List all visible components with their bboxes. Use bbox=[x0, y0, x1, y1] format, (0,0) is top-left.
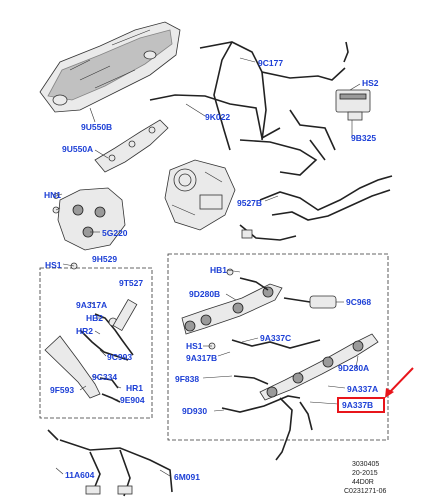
callout-9t527: 9T527 bbox=[119, 278, 143, 288]
callout-9f593: 9F593 bbox=[50, 385, 74, 395]
high-pressure-pipes bbox=[239, 109, 393, 241]
callout-hn1: HN1 bbox=[44, 190, 61, 200]
highlight-box bbox=[337, 397, 385, 413]
reference-line-4: C0231271-06 bbox=[344, 488, 387, 495]
callout-9f838: 9F838 bbox=[175, 374, 199, 384]
highlight-arrow bbox=[387, 367, 414, 395]
callout-hs1-upper: HS1 bbox=[45, 260, 62, 270]
injector-inset-parts bbox=[44, 298, 138, 403]
highlight-annotation bbox=[337, 367, 414, 413]
manifold-gasket bbox=[94, 119, 169, 173]
fuel-rail-inset-box bbox=[167, 253, 389, 441]
callout-9b325: 9B325 bbox=[351, 133, 376, 143]
callout-9c177: 9C177 bbox=[258, 58, 283, 68]
callout-hb1: HB1 bbox=[210, 265, 227, 275]
reference-line-2: 20-2015 bbox=[352, 470, 378, 477]
callout-hr2: HR2 bbox=[76, 326, 93, 336]
fuel-rail-upper bbox=[181, 283, 283, 335]
reference-line-3: 44D0R bbox=[352, 479, 374, 486]
callout-9a337a: 9A337A bbox=[347, 384, 378, 394]
leader-lines bbox=[55, 57, 361, 477]
callout-6m091: 6M091 bbox=[174, 472, 200, 482]
callout-9d280b: 9D280B bbox=[189, 289, 220, 299]
callout-labels: 9C177 HS2 9U550B 9K022 9B325 9U550A HN1 … bbox=[44, 58, 379, 482]
fuel-pump-assembly bbox=[164, 159, 236, 231]
callout-9c993: 9C993 bbox=[107, 352, 132, 362]
callout-5g220: 5G220 bbox=[102, 228, 128, 238]
callout-9k022: 9K022 bbox=[205, 112, 230, 122]
callout-hr1: HR1 bbox=[126, 383, 143, 393]
callout-9a337c: 9A337C bbox=[260, 333, 291, 343]
callout-9c968: 9C968 bbox=[346, 297, 371, 307]
fuel-return-pipe bbox=[149, 41, 349, 151]
callout-hb2: HB2 bbox=[86, 313, 103, 323]
callout-9u550b: 9U550B bbox=[81, 122, 112, 132]
callout-11a604: 11A604 bbox=[65, 470, 95, 480]
reference-line-1: 3030405 bbox=[352, 461, 379, 468]
injector-wiring-harness bbox=[47, 429, 173, 497]
callout-9e904: 9E904 bbox=[120, 395, 145, 405]
callout-9527b: 9527B bbox=[237, 198, 262, 208]
callout-9a337b: 9A337B bbox=[342, 400, 373, 410]
callout-9u550a: 9U550A bbox=[62, 144, 93, 154]
callout-9a317b: 9A317B bbox=[186, 353, 217, 363]
callout-9d930: 9D930 bbox=[182, 406, 207, 416]
callout-9h529: 9H529 bbox=[92, 254, 117, 264]
callout-hs2: HS2 bbox=[362, 78, 379, 88]
fuel-rail-lower bbox=[259, 333, 379, 401]
reference-block: 3030405 20-2015 44D0R C0231271-06 bbox=[344, 461, 387, 495]
exhaust-manifold bbox=[57, 187, 126, 251]
fuel-injector-control-module bbox=[335, 89, 371, 121]
callout-9c334: 9C334 bbox=[92, 372, 117, 382]
callout-9a317a: 9A317A bbox=[76, 300, 107, 310]
callout-9d280a: 9D280A bbox=[338, 363, 369, 373]
fuel-rail-pipes bbox=[221, 277, 337, 461]
callout-hs1-lower: HS1 bbox=[186, 341, 203, 351]
highlight-arrow-head bbox=[385, 388, 394, 398]
intake-manifold bbox=[39, 21, 181, 113]
injector-inset-box bbox=[39, 267, 153, 419]
